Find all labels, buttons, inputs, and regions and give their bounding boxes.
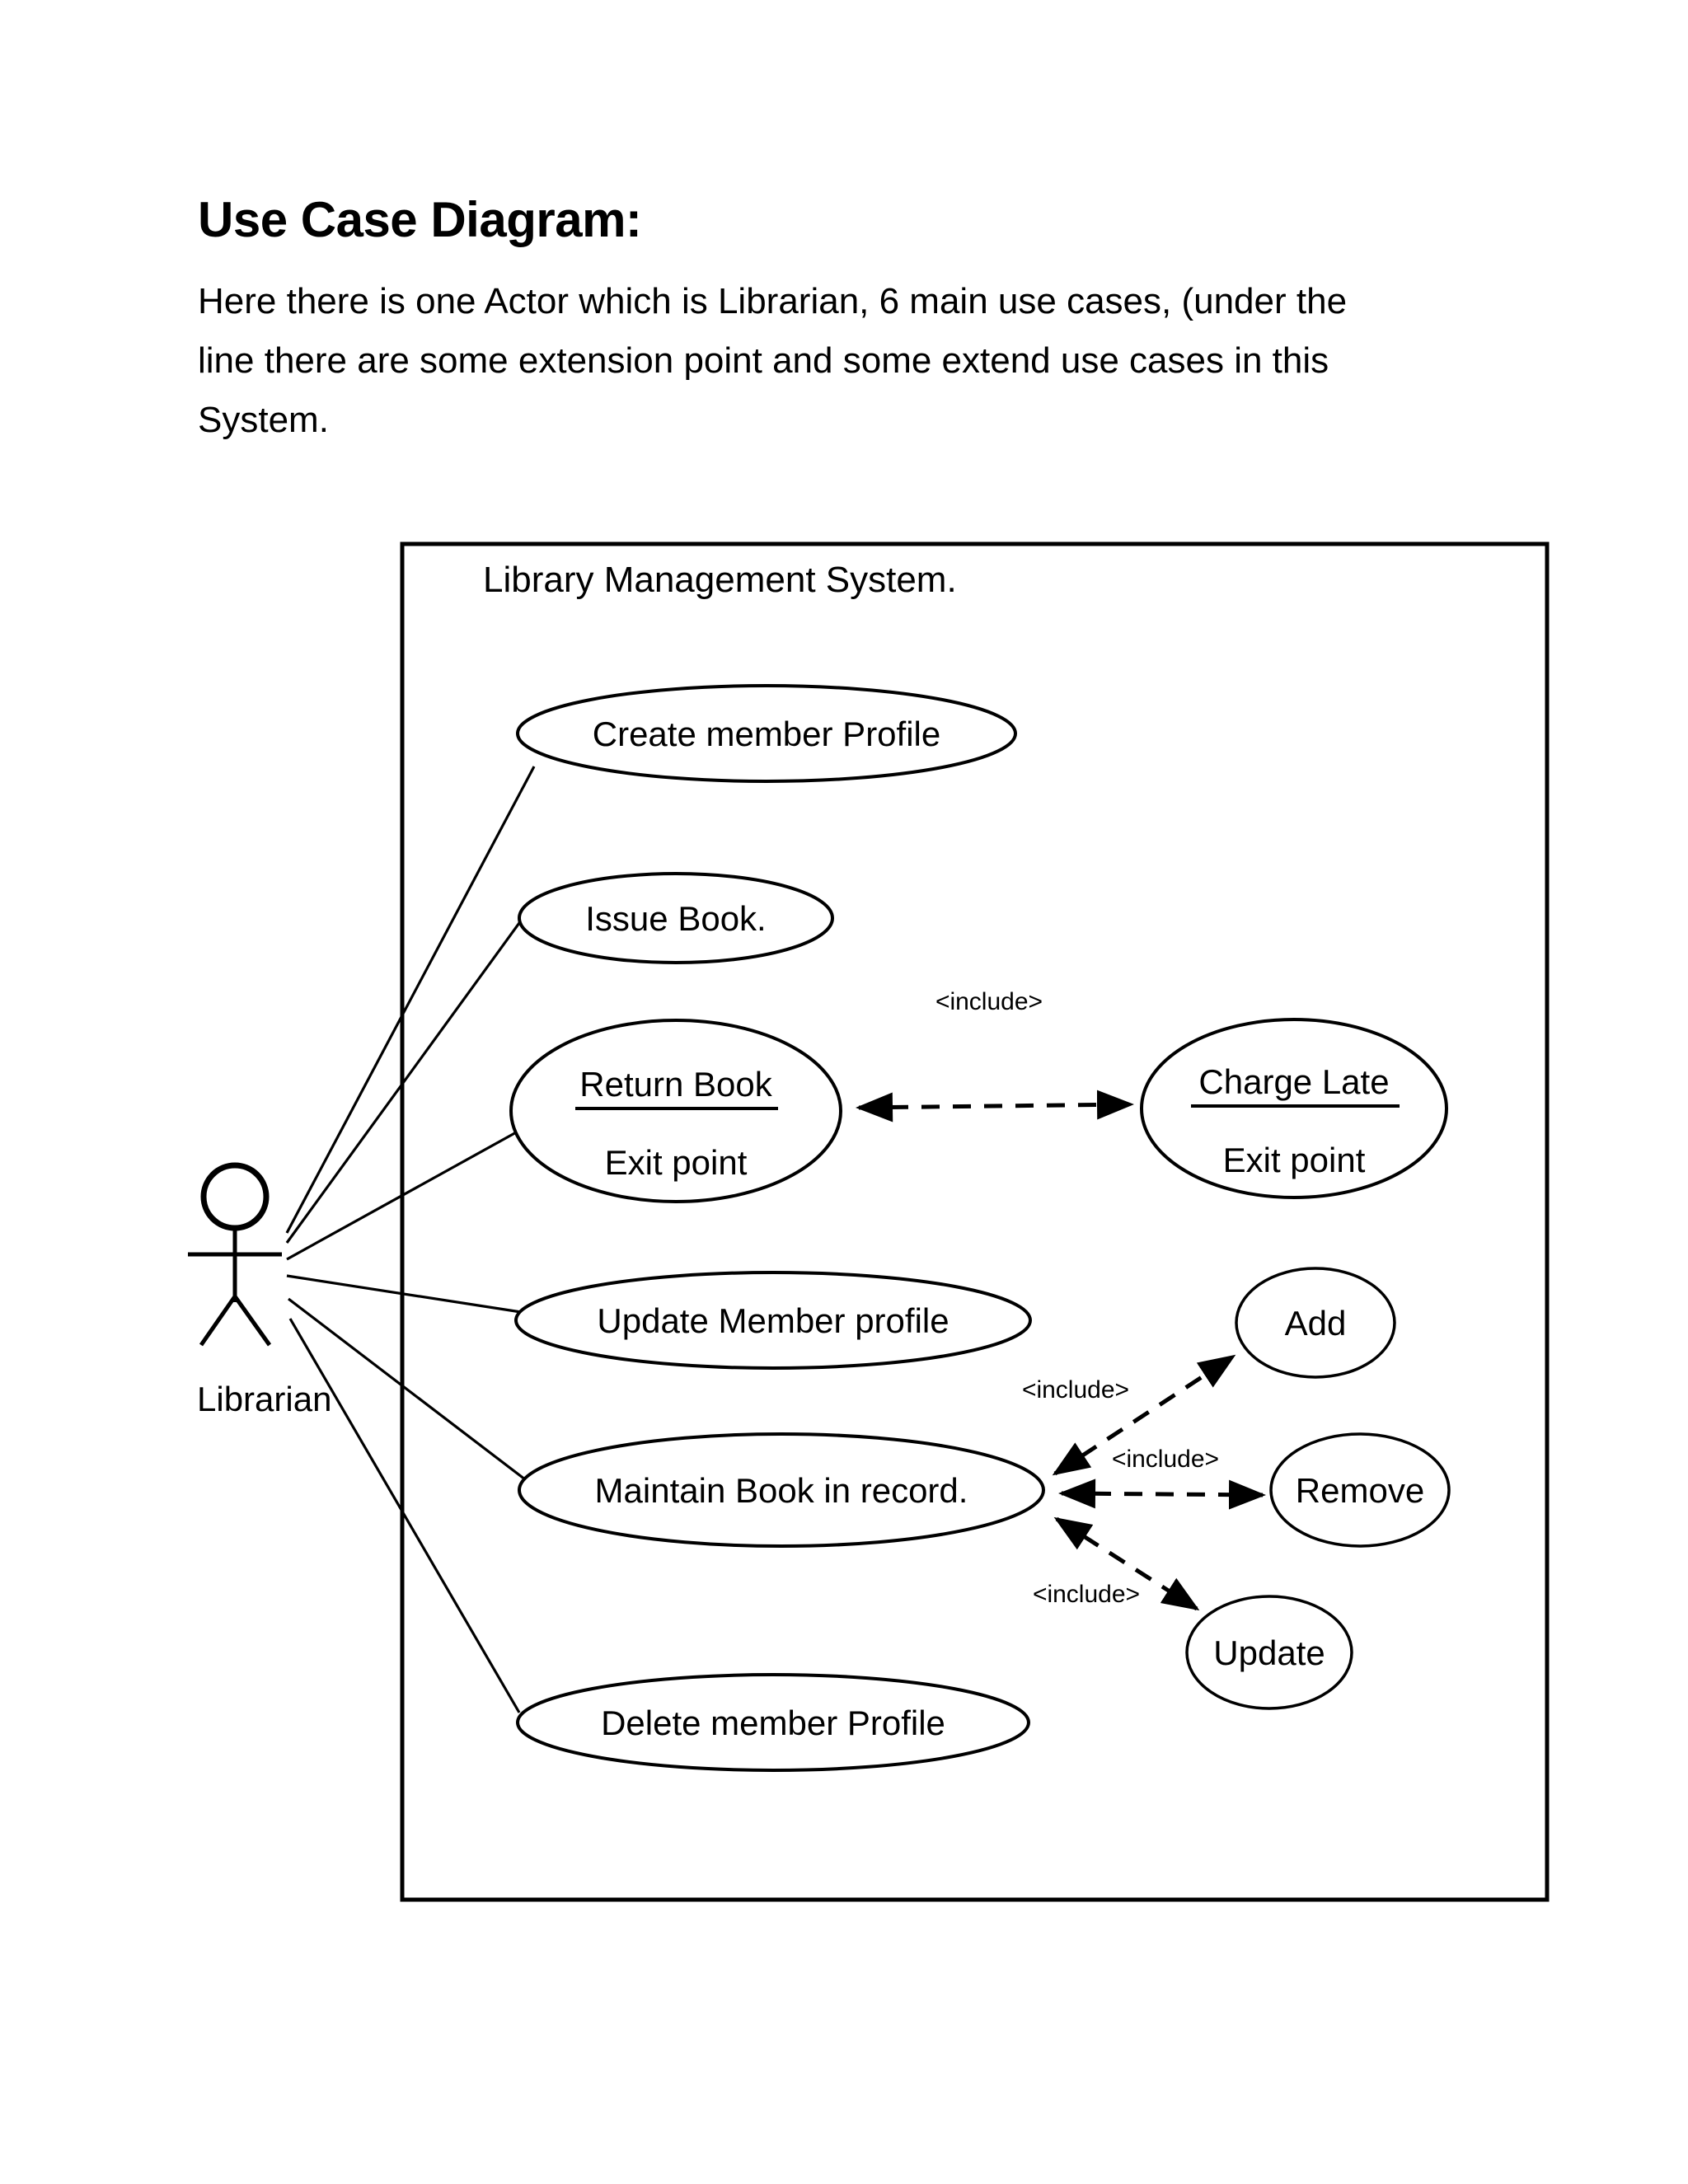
use-case-return-book[interactable]: Return Book Exit point bbox=[509, 1019, 842, 1203]
use-case-ellipse bbox=[1185, 1595, 1353, 1710]
include-connector bbox=[1052, 1354, 1236, 1476]
use-case-ellipse bbox=[514, 1271, 1032, 1370]
use-case-ellipse bbox=[516, 1673, 1030, 1772]
description-line-1: Here there is one Actor which is Librari… bbox=[198, 281, 1348, 321]
association-librarian-maintain-book-in-record bbox=[288, 1297, 526, 1481]
use-case-label: Remove bbox=[1296, 1471, 1424, 1510]
page-title: Use Case Diagram: bbox=[198, 192, 642, 247]
use-case-label: Create member Profile bbox=[593, 715, 940, 753]
actor-leg-left-icon bbox=[199, 1295, 237, 1347]
page-description: Here there is one Actor which is Librari… bbox=[198, 272, 1517, 450]
use-case-update-member-profile[interactable]: Update Member profile bbox=[514, 1271, 1032, 1370]
relationship-return-book-charge-late: <include> bbox=[856, 988, 1134, 1122]
use-case-maintain-book-in-record[interactable]: Maintain Book in record. bbox=[518, 1432, 1045, 1548]
use-case-create-member-profile[interactable]: Create member Profile bbox=[516, 684, 1017, 783]
use-case-delete-member-profile[interactable]: Delete member Profile bbox=[516, 1673, 1030, 1772]
include-label: <include> bbox=[1033, 1581, 1140, 1608]
use-case-charge-late[interactable]: Charge Late Exit point bbox=[1140, 1018, 1448, 1199]
actor-librarian[interactable]: Librarian bbox=[188, 1162, 331, 1418]
use-case-label: Issue Book. bbox=[585, 899, 766, 938]
include-label: <include> bbox=[1022, 1376, 1129, 1404]
association-librarian-issue-book bbox=[285, 907, 532, 1244]
include-connector bbox=[856, 1090, 1134, 1122]
system-boundary-label: Library Management System. bbox=[483, 560, 957, 600]
description-line-3: System. bbox=[198, 400, 329, 440]
actor-label-librarian: Librarian bbox=[197, 1380, 331, 1418]
use-case-label: Delete member Profile bbox=[601, 1704, 945, 1742]
use-case-ellipse bbox=[509, 1019, 842, 1203]
use-case-ellipse bbox=[518, 1432, 1045, 1548]
use-case-label: Update bbox=[1213, 1633, 1325, 1672]
use-case-add[interactable]: Add bbox=[1235, 1267, 1396, 1379]
include-connector bbox=[1053, 1516, 1200, 1611]
use-case-ellipse bbox=[1269, 1432, 1451, 1548]
use-case-ellipse bbox=[518, 872, 834, 964]
use-case-remove[interactable]: Remove bbox=[1269, 1432, 1451, 1548]
use-case-ellipse bbox=[1235, 1267, 1396, 1379]
use-case-label: Charge Late bbox=[1198, 1062, 1389, 1101]
use-case-update[interactable]: Update bbox=[1185, 1595, 1353, 1710]
actor-leg-right-icon bbox=[232, 1295, 272, 1347]
use-case-ellipse bbox=[516, 684, 1017, 783]
use-case-label: Return Book bbox=[579, 1065, 772, 1104]
association-librarian-delete-member-profile bbox=[288, 1318, 521, 1713]
association-librarian-update-member-profile bbox=[286, 1274, 522, 1314]
actor-head-icon bbox=[200, 1162, 270, 1231]
relationship-maintain-remove: <include> bbox=[1058, 1446, 1266, 1510]
association-librarian-return-book bbox=[286, 1130, 518, 1261]
use-case-extension-point: Exit point bbox=[1223, 1141, 1366, 1179]
include-label: <include> bbox=[1112, 1446, 1219, 1473]
association-lines bbox=[285, 766, 536, 1713]
include-label: <include> bbox=[935, 988, 1043, 1015]
use-case-ellipse bbox=[1140, 1018, 1448, 1199]
use-case-issue-book[interactable]: Issue Book. bbox=[518, 872, 834, 964]
use-case-label: Update Member profile bbox=[597, 1301, 949, 1340]
use-case-extension-point: Exit point bbox=[605, 1143, 748, 1182]
relationship-maintain-add: <include> bbox=[1022, 1354, 1236, 1476]
use-case-label: Maintain Book in record. bbox=[595, 1471, 968, 1510]
include-connector bbox=[1058, 1479, 1266, 1510]
association-librarian-create-member-profile bbox=[285, 766, 536, 1234]
description-line-2: line there are some extension point and … bbox=[198, 340, 1329, 381]
relationship-maintain-update: <include> bbox=[1033, 1516, 1200, 1611]
use-case-label: Add bbox=[1285, 1304, 1347, 1343]
system-boundary bbox=[400, 541, 1550, 1902]
